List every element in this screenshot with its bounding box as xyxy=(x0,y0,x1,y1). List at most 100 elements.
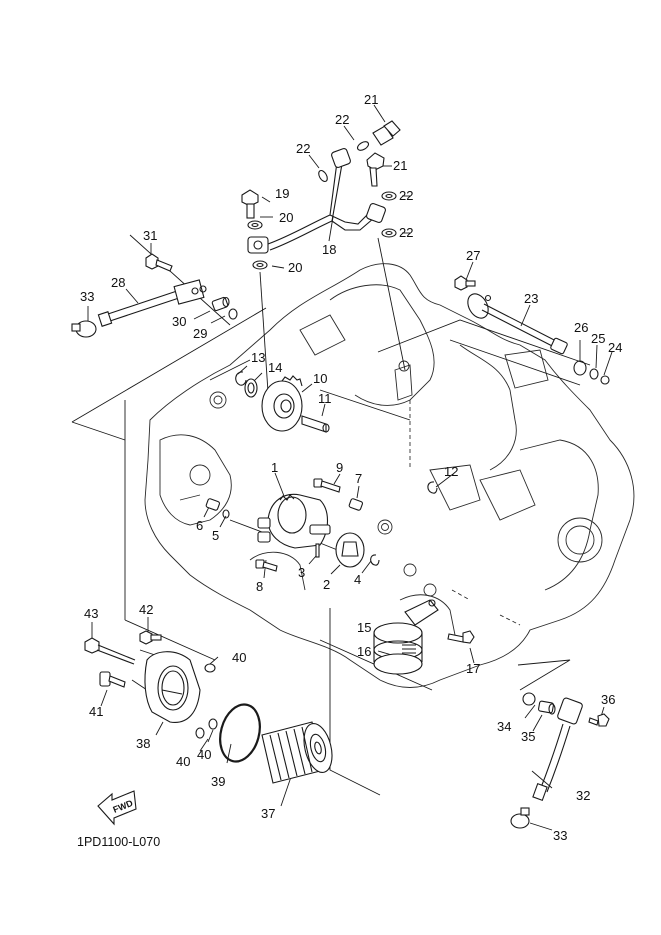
callout-13[interactable]: 13 xyxy=(251,350,265,365)
callout-27[interactable]: 27 xyxy=(466,248,480,263)
callout-12[interactable]: 12 xyxy=(444,464,458,479)
callout-42[interactable]: 42 xyxy=(139,602,153,617)
callout-34[interactable]: 34 xyxy=(497,719,511,734)
callout-26[interactable]: 26 xyxy=(574,320,588,335)
part-25-o-ring[interactable] xyxy=(589,368,599,380)
callout-20a[interactable]: 20 xyxy=(279,210,293,225)
part-13-circlip[interactable] xyxy=(235,371,247,386)
callout-40b[interactable]: 40 xyxy=(176,754,190,769)
callout-10[interactable]: 10 xyxy=(313,371,327,386)
callout-38[interactable]: 38 xyxy=(136,736,150,751)
callout-8[interactable]: 8 xyxy=(256,579,263,594)
part-6-dowel-pin[interactable] xyxy=(205,498,220,511)
callout-32[interactable]: 32 xyxy=(576,788,590,803)
callout-23[interactable]: 23 xyxy=(524,291,538,306)
callout-17[interactable]: 17 xyxy=(466,661,480,676)
callout-15[interactable]: 15 xyxy=(357,620,371,635)
callout-22c[interactable]: 22 xyxy=(399,188,413,203)
part-3-pin[interactable] xyxy=(315,543,320,558)
part-17-bolt[interactable] xyxy=(447,630,475,644)
part-42-bolt[interactable] xyxy=(139,630,162,645)
part-7-dowel-pin[interactable] xyxy=(348,498,363,511)
part-40-o-ring[interactable] xyxy=(208,718,218,730)
callout-5[interactable]: 5 xyxy=(212,528,219,543)
part-40-o-ring[interactable] xyxy=(204,663,216,673)
callout-22d[interactable]: 22 xyxy=(399,225,413,240)
callout-1[interactable]: 1 xyxy=(271,460,278,475)
callout-3[interactable]: 3 xyxy=(298,565,305,580)
part-22-gasket[interactable] xyxy=(317,140,397,238)
callout-33a[interactable]: 33 xyxy=(80,289,94,304)
part-16-oil-strainer-element[interactable] xyxy=(373,640,423,675)
part-5-o-ring[interactable] xyxy=(222,509,230,519)
part-20-gasket[interactable] xyxy=(247,220,268,270)
callout-14[interactable]: 14 xyxy=(268,360,282,375)
part-18-oil-delivery-pipe[interactable] xyxy=(247,148,386,254)
part-27-bolt[interactable] xyxy=(454,275,476,291)
part-9-screw[interactable] xyxy=(313,478,341,493)
callout-4[interactable]: 4 xyxy=(354,572,361,587)
part-40-o-ring[interactable] xyxy=(195,727,205,739)
callout-37[interactable]: 37 xyxy=(261,806,275,821)
part-26-o-ring[interactable] xyxy=(573,360,587,376)
callout-19[interactable]: 19 xyxy=(275,186,289,201)
part-31-bolt[interactable] xyxy=(145,253,173,272)
part-33-hose-clamp[interactable] xyxy=(71,320,97,338)
callout-40c[interactable]: 40 xyxy=(197,747,211,762)
part-12-circlip[interactable] xyxy=(427,481,438,494)
part-39-o-ring[interactable] xyxy=(214,700,266,766)
part-21-union-bolt[interactable] xyxy=(366,120,401,187)
part-24-o-ring[interactable] xyxy=(600,375,610,385)
callout-22b[interactable]: 22 xyxy=(296,141,310,156)
part-38-oil-filter-cover[interactable] xyxy=(144,651,201,723)
callout-6[interactable]: 6 xyxy=(196,518,203,533)
part-19-union-bolt[interactable] xyxy=(241,189,259,219)
callout-39[interactable]: 39 xyxy=(211,774,225,789)
callout-21b[interactable]: 21 xyxy=(393,158,407,173)
part-41-bolt[interactable] xyxy=(99,671,126,688)
part-43-bolt[interactable] xyxy=(84,637,136,665)
part-2-inner-rotor[interactable] xyxy=(335,532,365,568)
callout-9[interactable]: 9 xyxy=(336,460,343,475)
part-37-oil-filter-element[interactable] xyxy=(261,721,337,784)
callout-40a[interactable]: 40 xyxy=(232,650,246,665)
part-23-oil-pipe[interactable] xyxy=(464,290,568,355)
part-11-shaft[interactable] xyxy=(301,415,330,433)
part-8-screw[interactable] xyxy=(255,559,278,572)
callout-2[interactable]: 2 xyxy=(323,577,330,592)
callout-25[interactable]: 25 xyxy=(591,331,605,346)
part-10-oil-pump-drive-gear[interactable] xyxy=(261,375,303,432)
callout-28[interactable]: 28 xyxy=(111,275,125,290)
part-33-hose-clamp-lower[interactable] xyxy=(510,807,530,829)
callout-36[interactable]: 36 xyxy=(601,692,615,707)
part-28-oil-pipe[interactable] xyxy=(97,279,207,327)
callout-18[interactable]: 18 xyxy=(322,242,336,257)
callout-31[interactable]: 31 xyxy=(143,228,157,243)
part-36-bolt[interactable] xyxy=(588,713,610,727)
leader-lines xyxy=(87,104,613,831)
part-30-dowel-pin[interactable] xyxy=(211,296,230,312)
callout-22a[interactable]: 22 xyxy=(335,112,349,127)
part-35-dowel-pin[interactable] xyxy=(538,700,556,715)
callouts: 1 2 3 4 5 6 7 8 9 10 11 12 13 14 15 16 1… xyxy=(80,92,622,843)
callout-41[interactable]: 41 xyxy=(89,704,103,719)
part-34-o-ring[interactable] xyxy=(522,692,536,706)
callout-35[interactable]: 35 xyxy=(521,729,535,744)
callout-29[interactable]: 29 xyxy=(193,326,207,341)
callout-33b[interactable]: 33 xyxy=(553,828,567,843)
callout-21a[interactable]: 21 xyxy=(364,92,378,107)
callout-24[interactable]: 24 xyxy=(608,340,622,355)
part-14-washer[interactable] xyxy=(244,378,258,398)
callout-30[interactable]: 30 xyxy=(172,314,186,329)
part-29-o-ring[interactable] xyxy=(228,308,238,320)
callout-43[interactable]: 43 xyxy=(84,606,98,621)
part-15-oil-strainer[interactable] xyxy=(373,599,439,662)
callout-11[interactable]: 11 xyxy=(318,391,332,406)
part-1-oil-pump-assembly[interactable] xyxy=(257,493,331,549)
callout-20b[interactable]: 20 xyxy=(288,260,302,275)
callout-7[interactable]: 7 xyxy=(355,471,362,486)
part-32-oil-hose[interactable] xyxy=(532,697,583,801)
parts xyxy=(71,120,610,829)
part-4-circlip[interactable] xyxy=(370,554,380,566)
callout-16[interactable]: 16 xyxy=(357,644,371,659)
